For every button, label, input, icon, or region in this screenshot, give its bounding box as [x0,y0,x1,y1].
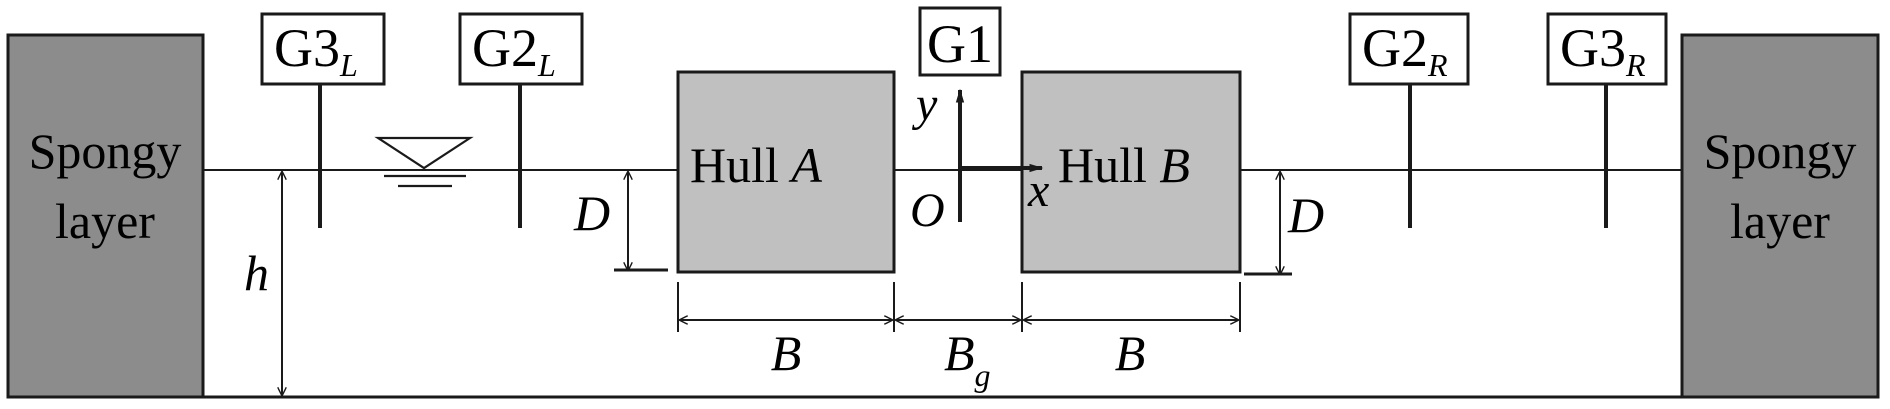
x-axis-label: x [1027,164,1049,217]
gauge-g3r: G3R [1546,12,1668,228]
gauge-g2l-main: G2 [472,18,538,78]
depth-dimension: h [244,172,282,395]
depth-label: h [244,245,269,301]
sponge-left-line2: layer [55,193,155,249]
svg-text:Bg: Bg [944,325,991,393]
gauge-g1-main: G1 [927,14,993,74]
gauge-g3l-main: G3 [274,18,340,78]
sponge-right-line2: layer [1730,193,1830,249]
gauge-g2l-sub: L [537,47,556,83]
hull-b: Hull B [1020,70,1242,274]
svg-text:G3R: G3R [1560,18,1646,83]
free-surface-triangle-icon [374,136,474,188]
svg-text:G2L: G2L [472,18,556,83]
y-axis-label: y [911,78,938,131]
hull-a-prefix: Hull [690,137,791,193]
width-a-label: B [771,325,802,381]
draft-label-left: D [573,185,610,241]
gauge-g2r: G2R [1348,12,1470,228]
hull-a-letter: A [788,137,822,193]
hull-b-prefix: Hull [1058,137,1159,193]
draft-dimension-right: D [1244,172,1324,276]
gauge-g3r-sub: R [1625,47,1646,83]
gauge-g2r-sub: R [1427,47,1448,83]
gauge-g2r-main: G2 [1362,18,1428,78]
width-b-label: B [1115,325,1146,381]
width-dimensions: B Bg B [677,282,1241,393]
hull-a: Hull A [676,70,896,274]
gauge-g3r-main: G3 [1560,18,1626,78]
sponge-layer-right: Spongy layer [1680,33,1880,399]
sponge-right-line1: Spongy [1704,123,1857,179]
svg-text:Hull B: Hull B [1058,137,1190,193]
draft-label-right: D [1287,187,1324,243]
sponge-layer-left: Spongy layer [6,33,205,399]
svg-text:G3L: G3L [274,18,358,83]
gauge-g2l: G2L [458,12,584,228]
origin-label: O [910,184,945,237]
draft-dimension-left: D [573,172,668,272]
svg-text:Hull A: Hull A [690,137,822,193]
hull-b-letter: B [1159,137,1190,193]
sponge-left-line1: Spongy [29,123,182,179]
gap-label-main: B [944,325,975,381]
coordinate-axes: y x O [910,78,1049,237]
gauge-g1: G1 [918,6,1002,77]
gauge-g3l: G3L [260,12,386,228]
gauge-g3l-sub: L [339,47,358,83]
gap-label-sub: g [975,357,991,393]
svg-text:G2R: G2R [1362,18,1448,83]
